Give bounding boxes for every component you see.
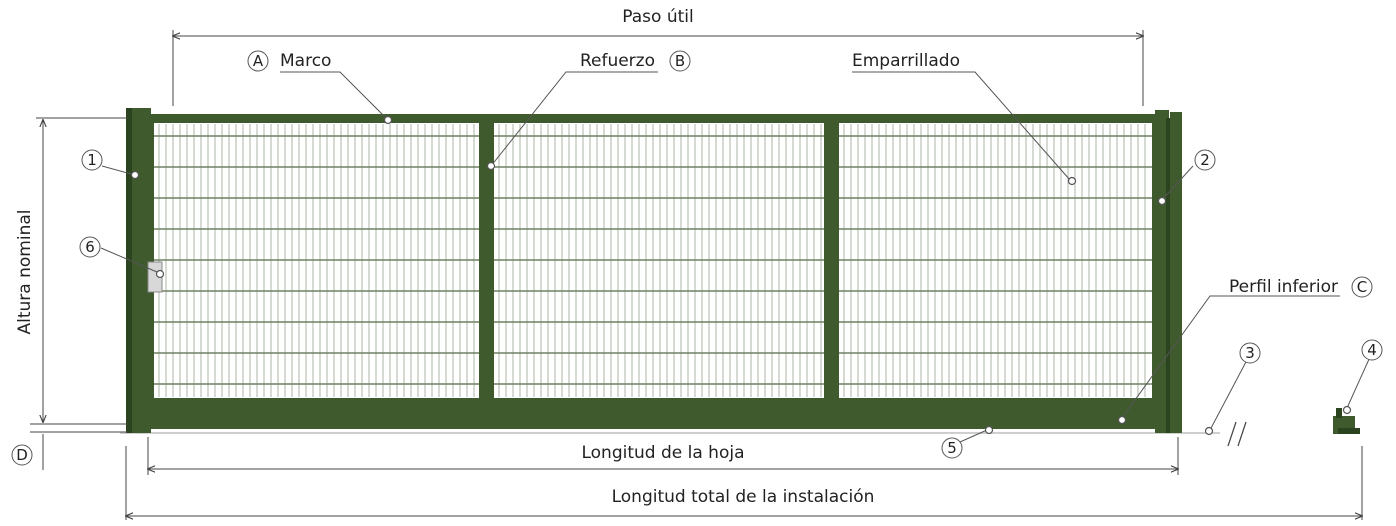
longitud-total-label: Longitud total de la instalación [612, 487, 875, 507]
marco-point [383, 115, 393, 125]
callout-a: A [253, 52, 264, 70]
mesh-grid [154, 124, 1152, 397]
reinforcement-post-1 [479, 120, 494, 412]
callout-b: B [675, 52, 685, 70]
callout-d: D [16, 446, 28, 464]
refuerzo-label: Refuerzo [580, 51, 655, 71]
right-post [1155, 110, 1169, 433]
perfil-inferior-label: Perfil inferior [1229, 277, 1338, 297]
top-frame-rail [148, 114, 1158, 123]
emparrillado-point [1067, 176, 1077, 186]
callout-6: 6 [85, 238, 95, 256]
altura-nominal-label: Altura nominal [15, 210, 35, 335]
emparrillado-label: Emparrillado [852, 51, 960, 71]
perfil-inferior-point [1117, 415, 1127, 425]
callout-c: C [1357, 278, 1367, 296]
gate-leaf [148, 114, 1158, 429]
reinforcement-post-2 [824, 120, 839, 412]
callout-2: 2 [1200, 151, 1210, 169]
paso-util-label: Paso útil [622, 7, 693, 27]
longitud-hoja-label: Longitud de la hoja [581, 443, 744, 463]
marco-label: Marco [280, 51, 331, 71]
callout-3: 3 [1245, 344, 1255, 362]
callout-4: 4 [1367, 341, 1377, 359]
callout-5: 5 [947, 439, 957, 457]
break-mark [1227, 421, 1237, 447]
bottom-profile [148, 398, 1158, 429]
callout-1: 1 [87, 151, 97, 169]
refuerzo-point [486, 161, 496, 171]
